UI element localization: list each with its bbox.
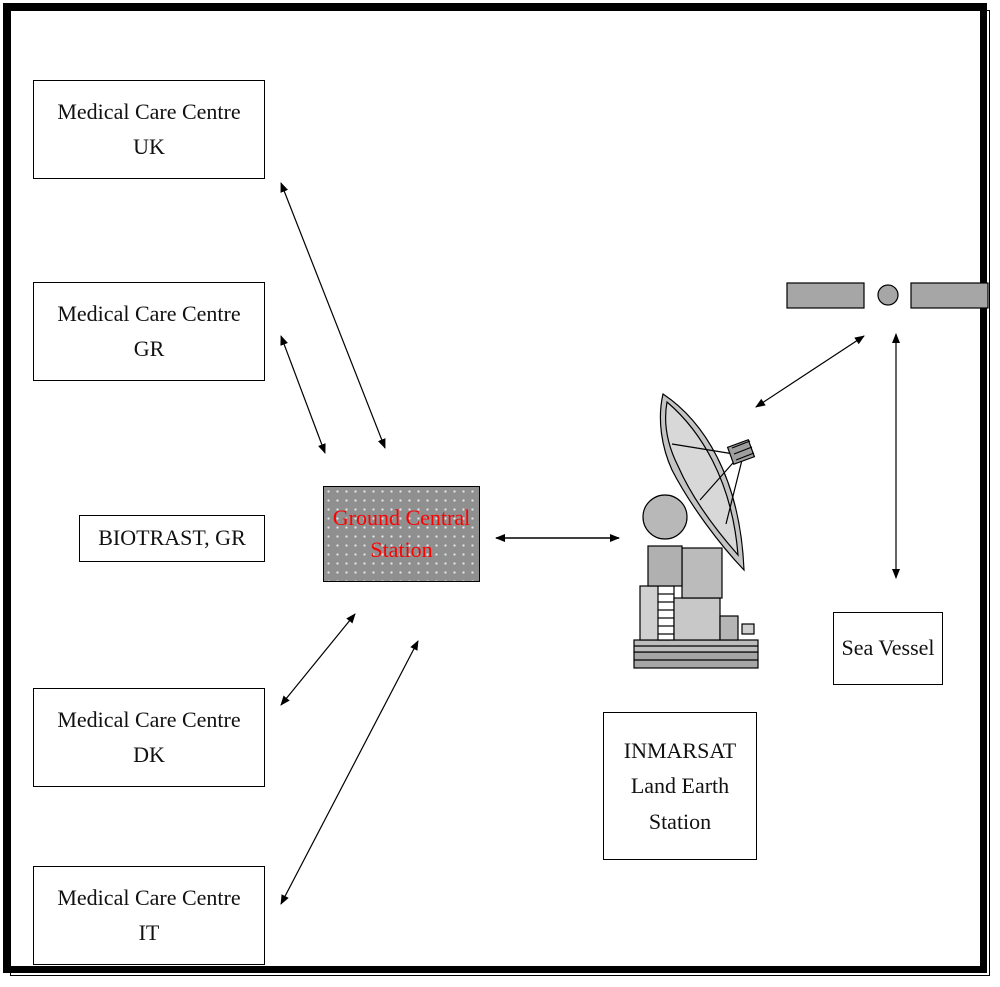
arrow-dk-to-station bbox=[281, 614, 355, 705]
arrow-gr-to-station bbox=[281, 336, 325, 453]
satellite-dish-icon bbox=[634, 394, 758, 668]
arrow-inmarsat-to-satellite bbox=[756, 336, 864, 407]
arrow-uk-to-station bbox=[281, 183, 385, 448]
satellite-icon bbox=[787, 283, 988, 308]
